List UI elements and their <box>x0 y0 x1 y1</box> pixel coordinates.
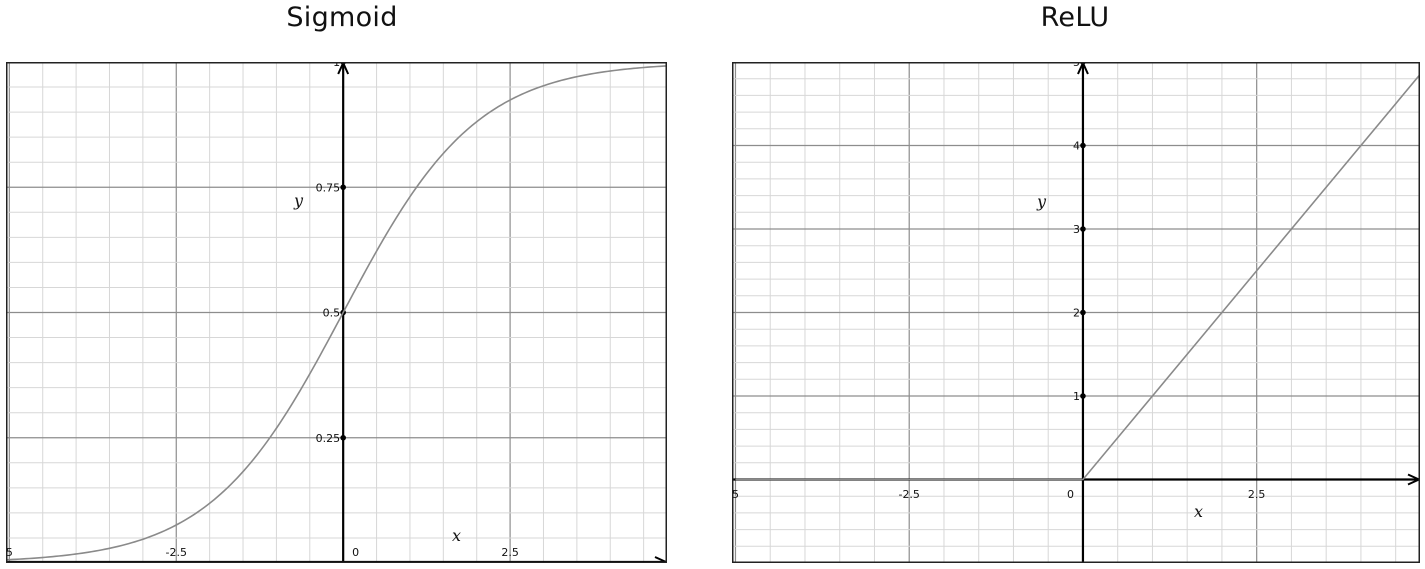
y-tick-label: 1 <box>1073 390 1080 403</box>
plot-frame <box>732 62 1420 563</box>
plot-frame <box>6 62 667 563</box>
x-axis-label: x <box>452 526 461 545</box>
x-tick-label: 0 <box>352 546 359 559</box>
y-tick-label: 1 <box>333 62 340 69</box>
y-axis-label: y <box>293 191 304 210</box>
chart-title-relu: ReLU <box>1040 2 1110 33</box>
y-axis-label: y <box>1036 192 1047 211</box>
chart-title-sigmoid: Sigmoid <box>286 2 398 33</box>
series-line <box>6 65 667 561</box>
y-tick-label: 3 <box>1073 223 1080 236</box>
y-tick-dot <box>1080 226 1086 232</box>
x-tick-label: 5 <box>6 546 13 559</box>
y-tick-dot <box>1080 142 1086 149</box>
y-tick-label: 0.25 <box>316 432 341 445</box>
y-tick-label: 0.5 <box>323 307 341 320</box>
y-tick-dot <box>340 434 346 441</box>
sigmoid-plot: 0.25 0.5 0.75 1 5 -2.5 0 2.5 x y <box>6 62 667 563</box>
x-tick-label: 5 <box>732 488 739 501</box>
x-tick-label: -2.5 <box>898 488 919 501</box>
y-tick-label: 2 <box>1073 307 1080 320</box>
x-tick-label: 2.5 <box>1248 488 1266 501</box>
x-axis-label: x <box>1194 502 1203 521</box>
y-tick-label: 5 <box>1073 62 1080 69</box>
y-tick-label: 0.75 <box>316 181 341 194</box>
y-tick-label: 4 <box>1073 140 1080 153</box>
x-tick-label: 0 <box>1067 488 1074 501</box>
y-tick-dot <box>1080 393 1086 399</box>
x-tick-label: -2.5 <box>166 546 187 559</box>
relu-plot: 1 2 3 4 5 5 -2.5 0 2.5 x y <box>732 62 1420 563</box>
y-tick-dot <box>1080 309 1086 316</box>
y-tick-dot <box>340 184 346 191</box>
series-line <box>735 73 1420 481</box>
x-tick-label: 2.5 <box>501 546 519 559</box>
